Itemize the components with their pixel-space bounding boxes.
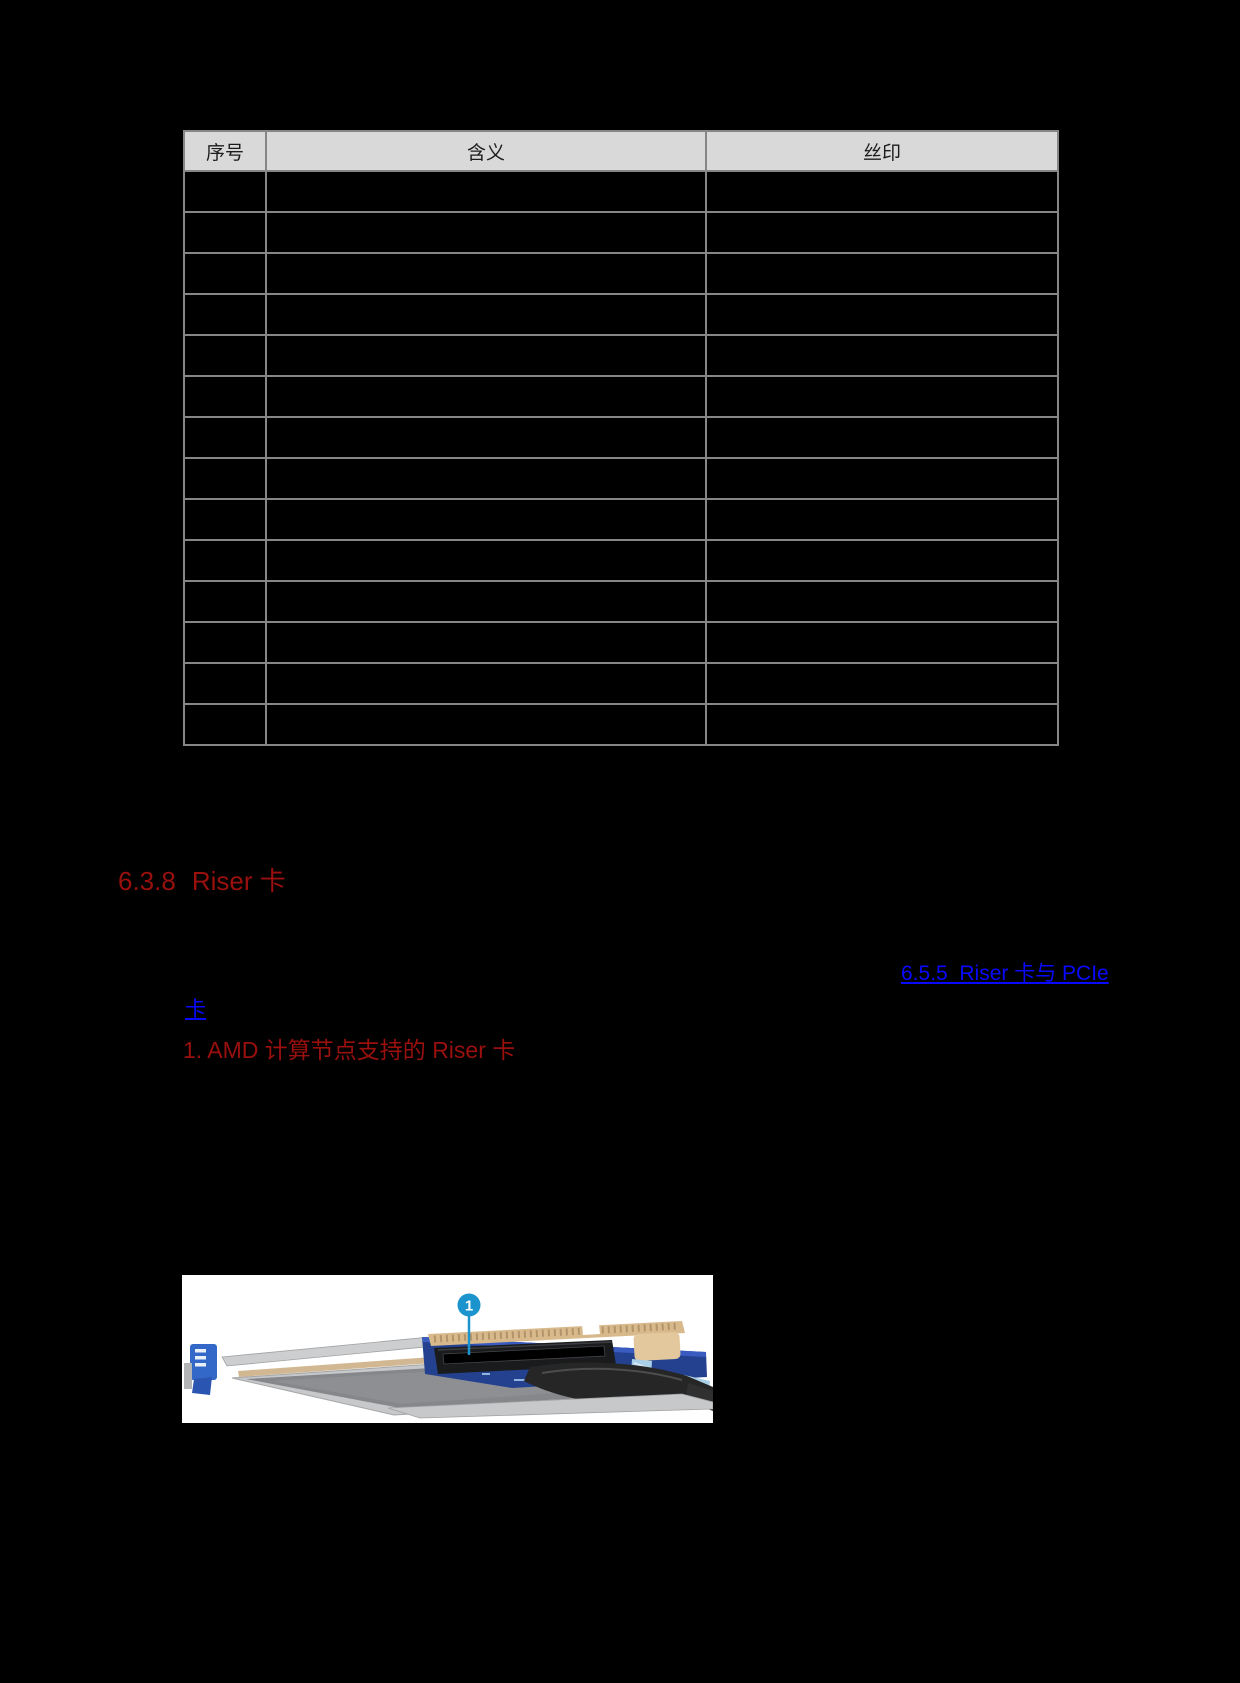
table-row bbox=[183, 580, 1059, 623]
silkscreen-mark-1 bbox=[514, 1379, 528, 1381]
section-title: Riser 卡 bbox=[191, 866, 286, 896]
table-cell-empty bbox=[265, 375, 707, 418]
table-row bbox=[183, 703, 1059, 746]
table-cell-empty bbox=[265, 703, 707, 746]
bottom-rail bbox=[387, 1393, 713, 1419]
table-cell-empty bbox=[265, 457, 707, 500]
table-row bbox=[183, 416, 1059, 459]
left-gold-edge bbox=[238, 1357, 433, 1377]
table-row bbox=[183, 334, 1059, 377]
table-cell-empty bbox=[183, 703, 267, 746]
table-cell-empty bbox=[705, 375, 1059, 418]
callout-number: 1 bbox=[465, 1298, 473, 1315]
silkscreen-table: 序号 含义 丝印 bbox=[183, 130, 1059, 746]
table-cell-empty bbox=[705, 293, 1059, 336]
table-cell-empty bbox=[705, 498, 1059, 541]
table-cell-empty bbox=[265, 498, 707, 541]
table-cell-empty bbox=[705, 580, 1059, 623]
riser-card-figure: 1 bbox=[182, 1275, 713, 1423]
table-row bbox=[183, 252, 1059, 295]
table-cell-empty bbox=[265, 252, 707, 295]
table-cell-empty bbox=[705, 662, 1059, 705]
table-cell-empty bbox=[183, 170, 267, 213]
table-cell-empty bbox=[705, 457, 1059, 500]
latch-vent-2 bbox=[195, 1356, 206, 1360]
table-cell-empty bbox=[265, 662, 707, 705]
silkscreen-table-container: 序号 含义 丝印 bbox=[183, 130, 1059, 746]
table-cell-empty bbox=[183, 662, 267, 705]
table-row bbox=[183, 457, 1059, 500]
latch-body bbox=[190, 1344, 217, 1380]
table-row bbox=[183, 498, 1059, 541]
table-cell-empty bbox=[705, 252, 1059, 295]
latch-vent-1 bbox=[195, 1349, 206, 1353]
table-header-row: 序号 含义 丝印 bbox=[183, 130, 1059, 172]
table-row bbox=[183, 621, 1059, 664]
table-cell-empty bbox=[705, 416, 1059, 459]
gold-notch bbox=[582, 1324, 600, 1335]
section-number: 6.3.8 bbox=[118, 866, 176, 896]
table-cell-empty bbox=[265, 621, 707, 664]
table-cell-empty bbox=[705, 539, 1059, 582]
section-heading: 6.3.8 Riser 卡 bbox=[118, 864, 286, 898]
table-row bbox=[183, 293, 1059, 336]
table-row bbox=[183, 211, 1059, 254]
table-cell-empty bbox=[265, 539, 707, 582]
table-cell-empty bbox=[183, 211, 267, 254]
gold-tab bbox=[633, 1332, 681, 1361]
table-cell-empty bbox=[265, 293, 707, 336]
table-cell-empty bbox=[265, 211, 707, 254]
paragraph-line-2: 卡 bbox=[185, 995, 206, 1025]
latch-vent-3 bbox=[195, 1363, 206, 1367]
table-body bbox=[183, 170, 1059, 746]
riser-pcie-link-part2[interactable]: 卡 bbox=[185, 998, 206, 1021]
table-cell-empty bbox=[183, 334, 267, 377]
table-cell-empty bbox=[265, 334, 707, 377]
latch-bracket bbox=[184, 1363, 192, 1389]
callout-circle bbox=[457, 1293, 481, 1317]
table-cell-empty bbox=[183, 621, 267, 664]
table-cell-empty bbox=[705, 211, 1059, 254]
cable-highlight bbox=[541, 1367, 683, 1381]
table-cell-empty bbox=[705, 170, 1059, 213]
table-cell-empty bbox=[183, 293, 267, 336]
table-cell-empty bbox=[705, 703, 1059, 746]
paragraph-line-1: 6.5.5 Riser 卡与 PCIe bbox=[901, 959, 1109, 989]
table-cell-empty bbox=[183, 375, 267, 418]
table-cell-empty bbox=[183, 252, 267, 295]
table-cell-empty bbox=[265, 170, 707, 213]
table-cell-empty bbox=[183, 539, 267, 582]
table-row bbox=[183, 539, 1059, 582]
table-header-silkscreen: 丝印 bbox=[705, 130, 1059, 172]
table-cell-empty bbox=[183, 457, 267, 500]
table-cell-empty bbox=[265, 580, 707, 623]
table-cell-empty bbox=[183, 498, 267, 541]
latch-tab bbox=[192, 1377, 212, 1395]
pcie-slot-opening bbox=[442, 1345, 606, 1365]
gold-finger-teeth bbox=[433, 1322, 680, 1343]
riser-card-illustration: 1 bbox=[184, 1293, 713, 1419]
table-cell-empty bbox=[705, 621, 1059, 664]
silkscreen-mark-3 bbox=[482, 1373, 490, 1375]
riser-pcie-link-part1[interactable]: 6.5.5 Riser 卡与 PCIe bbox=[901, 962, 1109, 985]
pcie-slot-rim bbox=[437, 1341, 613, 1351]
table-header-number: 序号 bbox=[183, 130, 267, 172]
table-row bbox=[183, 662, 1059, 705]
table-cell-empty bbox=[705, 334, 1059, 377]
table-row bbox=[183, 170, 1059, 213]
table-cell-empty bbox=[265, 416, 707, 459]
subsection-heading: 1. AMD 计算节点支持的 Riser 卡 bbox=[183, 1037, 516, 1063]
table-row bbox=[183, 375, 1059, 418]
table-cell-empty bbox=[183, 416, 267, 459]
table-header-meaning: 含义 bbox=[265, 130, 707, 172]
table-cell-empty bbox=[183, 580, 267, 623]
